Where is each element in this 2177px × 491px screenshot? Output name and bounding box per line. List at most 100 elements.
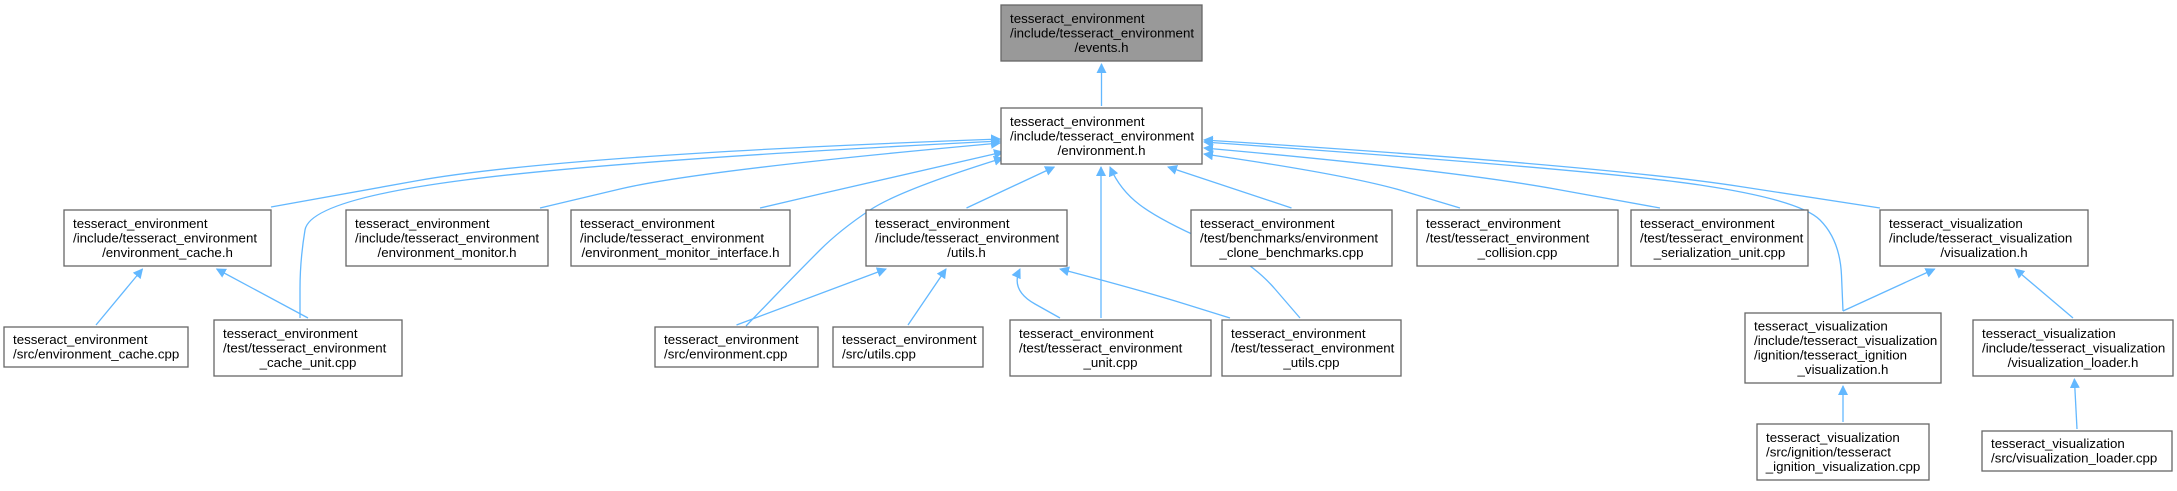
node-label-line: /test/tesseract_environment (1231, 340, 1395, 355)
node-box (3, 326, 189, 368)
node-ign_vis_cpp[interactable]: tesseract_visualization/src/ignition/tes… (1756, 423, 1930, 481)
edge-ign_vis_h-to-env_h (1203, 137, 1844, 312)
node-label-line: _ignition_visualization.cpp (1765, 459, 1921, 474)
node-label-line: /src/environment_cache.cpp (13, 347, 179, 362)
node-cache_unit[interactable]: tesseract_environment/test/tesseract_env… (213, 319, 403, 377)
node-serialization_cpp[interactable]: tesseract_environment/test/tesseract_env… (1630, 209, 1809, 267)
edge-utils_h-to-env_h (966, 166, 1056, 209)
node-label-line: tesseract_environment (875, 216, 1010, 231)
node-label-line: tesseract_visualization (1889, 216, 2023, 231)
node-vis_loader_h[interactable]: tesseract_visualization/include/tesserac… (1972, 319, 2174, 377)
edge-serialization_cpp-to-env_h (1203, 143, 1661, 209)
node-box (1630, 209, 1809, 267)
node-label-line: _serialization_unit.cpp (1653, 245, 1786, 260)
node-label-line: /environment.h (1058, 143, 1146, 158)
edge-ign_vis_h-to-vis_h (1842, 268, 1936, 312)
node-label-line: tesseract_environment (1426, 216, 1561, 231)
node-box (832, 326, 984, 368)
edge-clone_bench-to-env_h (1167, 165, 1292, 209)
node-box (1756, 423, 1930, 481)
node-events: tesseract_environment/include/tesseract_… (1000, 4, 1203, 62)
edge-src_env_cpp-to-utils_h (736, 267, 887, 326)
node-label-line: /include/tesseract_environment (73, 230, 257, 245)
node-box (865, 209, 1068, 267)
node-label-line: /utils.h (947, 245, 985, 260)
node-label-line: /test/tesseract_environment (1640, 230, 1804, 245)
node-label-line: /src/utils.cpp (842, 347, 916, 362)
node-label-line: tesseract_environment (1640, 216, 1775, 231)
edge-collision_cpp-to-env_h (1203, 150, 1461, 209)
node-box (1981, 430, 2173, 472)
edge-cache_unit-to-env_cache_h (215, 268, 309, 319)
node-label-line: tesseract_environment (580, 216, 715, 231)
node-box (1000, 4, 1203, 62)
node-label-line: /environment_monitor.h (378, 245, 517, 260)
node-label-line: /ignition/tesseract_ignition (1754, 348, 1907, 363)
node-label-line: _visualization.h (1797, 362, 1889, 377)
node-label-line: tesseract_environment (1010, 114, 1145, 129)
node-box (1009, 319, 1212, 377)
node-box (213, 319, 403, 377)
node-label-line: _utils.cpp (1282, 355, 1339, 370)
node-src_env_cpp[interactable]: tesseract_environment/src/environment.cp… (654, 326, 819, 368)
edge-src_env_cpp-to-env_h (745, 155, 1004, 327)
node-label-line: /include/tesseract_visualization (1754, 333, 1937, 348)
node-label-line: /test/tesseract_environment (223, 340, 387, 355)
node-env_h[interactable]: tesseract_environment/include/tesseract_… (1000, 107, 1203, 165)
node-label-line: _clone_benchmarks.cpp (1218, 245, 1363, 260)
node-label-line: tesseract_environment (1019, 326, 1154, 341)
node-env_cache_h[interactable]: tesseract_environment/include/tesseract_… (63, 209, 272, 267)
node-label-line: /include/tesseract_environment (355, 230, 539, 245)
node-label-line: tesseract_environment (73, 216, 208, 231)
edge-env_monitor_iface_h-to-env_h (759, 149, 1004, 209)
edge-vis_h-to-env_h (1203, 135, 1881, 209)
node-label-line: /include/tesseract_environment (875, 230, 1059, 245)
node-label-line: /environment_monitor_interface.h (581, 245, 779, 260)
node-label-line: _unit.cpp (1083, 355, 1138, 370)
node-label-line: /visualization_loader.h (2008, 355, 2139, 370)
node-collision_cpp[interactable]: tesseract_environment/test/tesseract_env… (1416, 209, 1619, 267)
node-label-line: tesseract_environment (1231, 326, 1366, 341)
edge-vis_loader_cpp-to-vis_loader_h (2069, 378, 2080, 430)
node-unit_cpp[interactable]: tesseract_environment/test/tesseract_env… (1009, 319, 1212, 377)
node-vis_h[interactable]: tesseract_visualization/include/tesserac… (1879, 209, 2089, 267)
node-box (345, 209, 549, 267)
node-label-line: tesseract_environment (223, 326, 358, 341)
edge-vis_loader_h-to-vis_h (2014, 268, 2074, 319)
nodes-layer: tesseract_environment/include/tesseract_… (3, 4, 2174, 481)
node-label-line: tesseract_environment (842, 332, 977, 347)
node-clone_bench[interactable]: tesseract_environment/test/benchmarks/en… (1190, 209, 1393, 267)
node-box (1879, 209, 2089, 267)
node-label-line: tesseract_environment (355, 216, 490, 231)
node-src_env_cache[interactable]: tesseract_environment/src/environment_ca… (3, 326, 189, 368)
node-ign_vis_h[interactable]: tesseract_visualization/include/tesserac… (1744, 312, 1942, 384)
node-env_monitor_h[interactable]: tesseract_environment/include/tesseract_… (345, 209, 549, 267)
node-label-line: tesseract_visualization (1766, 430, 1900, 445)
node-label-line: /include/tesseract_environment (1010, 25, 1194, 40)
node-box (1000, 107, 1203, 165)
node-box (1744, 312, 1942, 384)
node-label-line: tesseract_visualization (1982, 326, 2116, 341)
node-env_monitor_iface_h[interactable]: tesseract_environment/include/tesseract_… (570, 209, 791, 267)
edge-env_cache_h-to-env_h (270, 134, 1001, 208)
node-label-line: tesseract_environment (664, 332, 799, 347)
node-box (1190, 209, 1393, 267)
edge-src_env_cache-to-env_cache_h (95, 268, 144, 326)
node-utils_cpp[interactable]: tesseract_environment/test/tesseract_env… (1221, 319, 1402, 377)
node-box (570, 209, 791, 267)
edges-layer (95, 63, 2080, 430)
node-utils_h[interactable]: tesseract_environment/include/tesseract_… (865, 209, 1068, 267)
node-label-line: tesseract_visualization (1754, 319, 1888, 334)
node-box (1972, 319, 2174, 377)
node-label-line: tesseract_environment (1200, 216, 1335, 231)
node-label-line: /src/environment.cpp (664, 347, 787, 362)
node-label-line: /include/tesseract_visualization (1982, 340, 2165, 355)
node-box (1416, 209, 1619, 267)
node-src_utils_cpp[interactable]: tesseract_environment/src/utils.cpp (832, 326, 984, 368)
node-label-line: /events.h (1075, 40, 1129, 55)
edge-env_monitor_h-to-env_h (539, 138, 1001, 209)
node-vis_loader_cpp[interactable]: tesseract_visualization/src/visualizatio… (1981, 430, 2173, 472)
node-label-line: _collision.cpp (1477, 245, 1558, 260)
node-label-line: tesseract_environment (13, 332, 148, 347)
